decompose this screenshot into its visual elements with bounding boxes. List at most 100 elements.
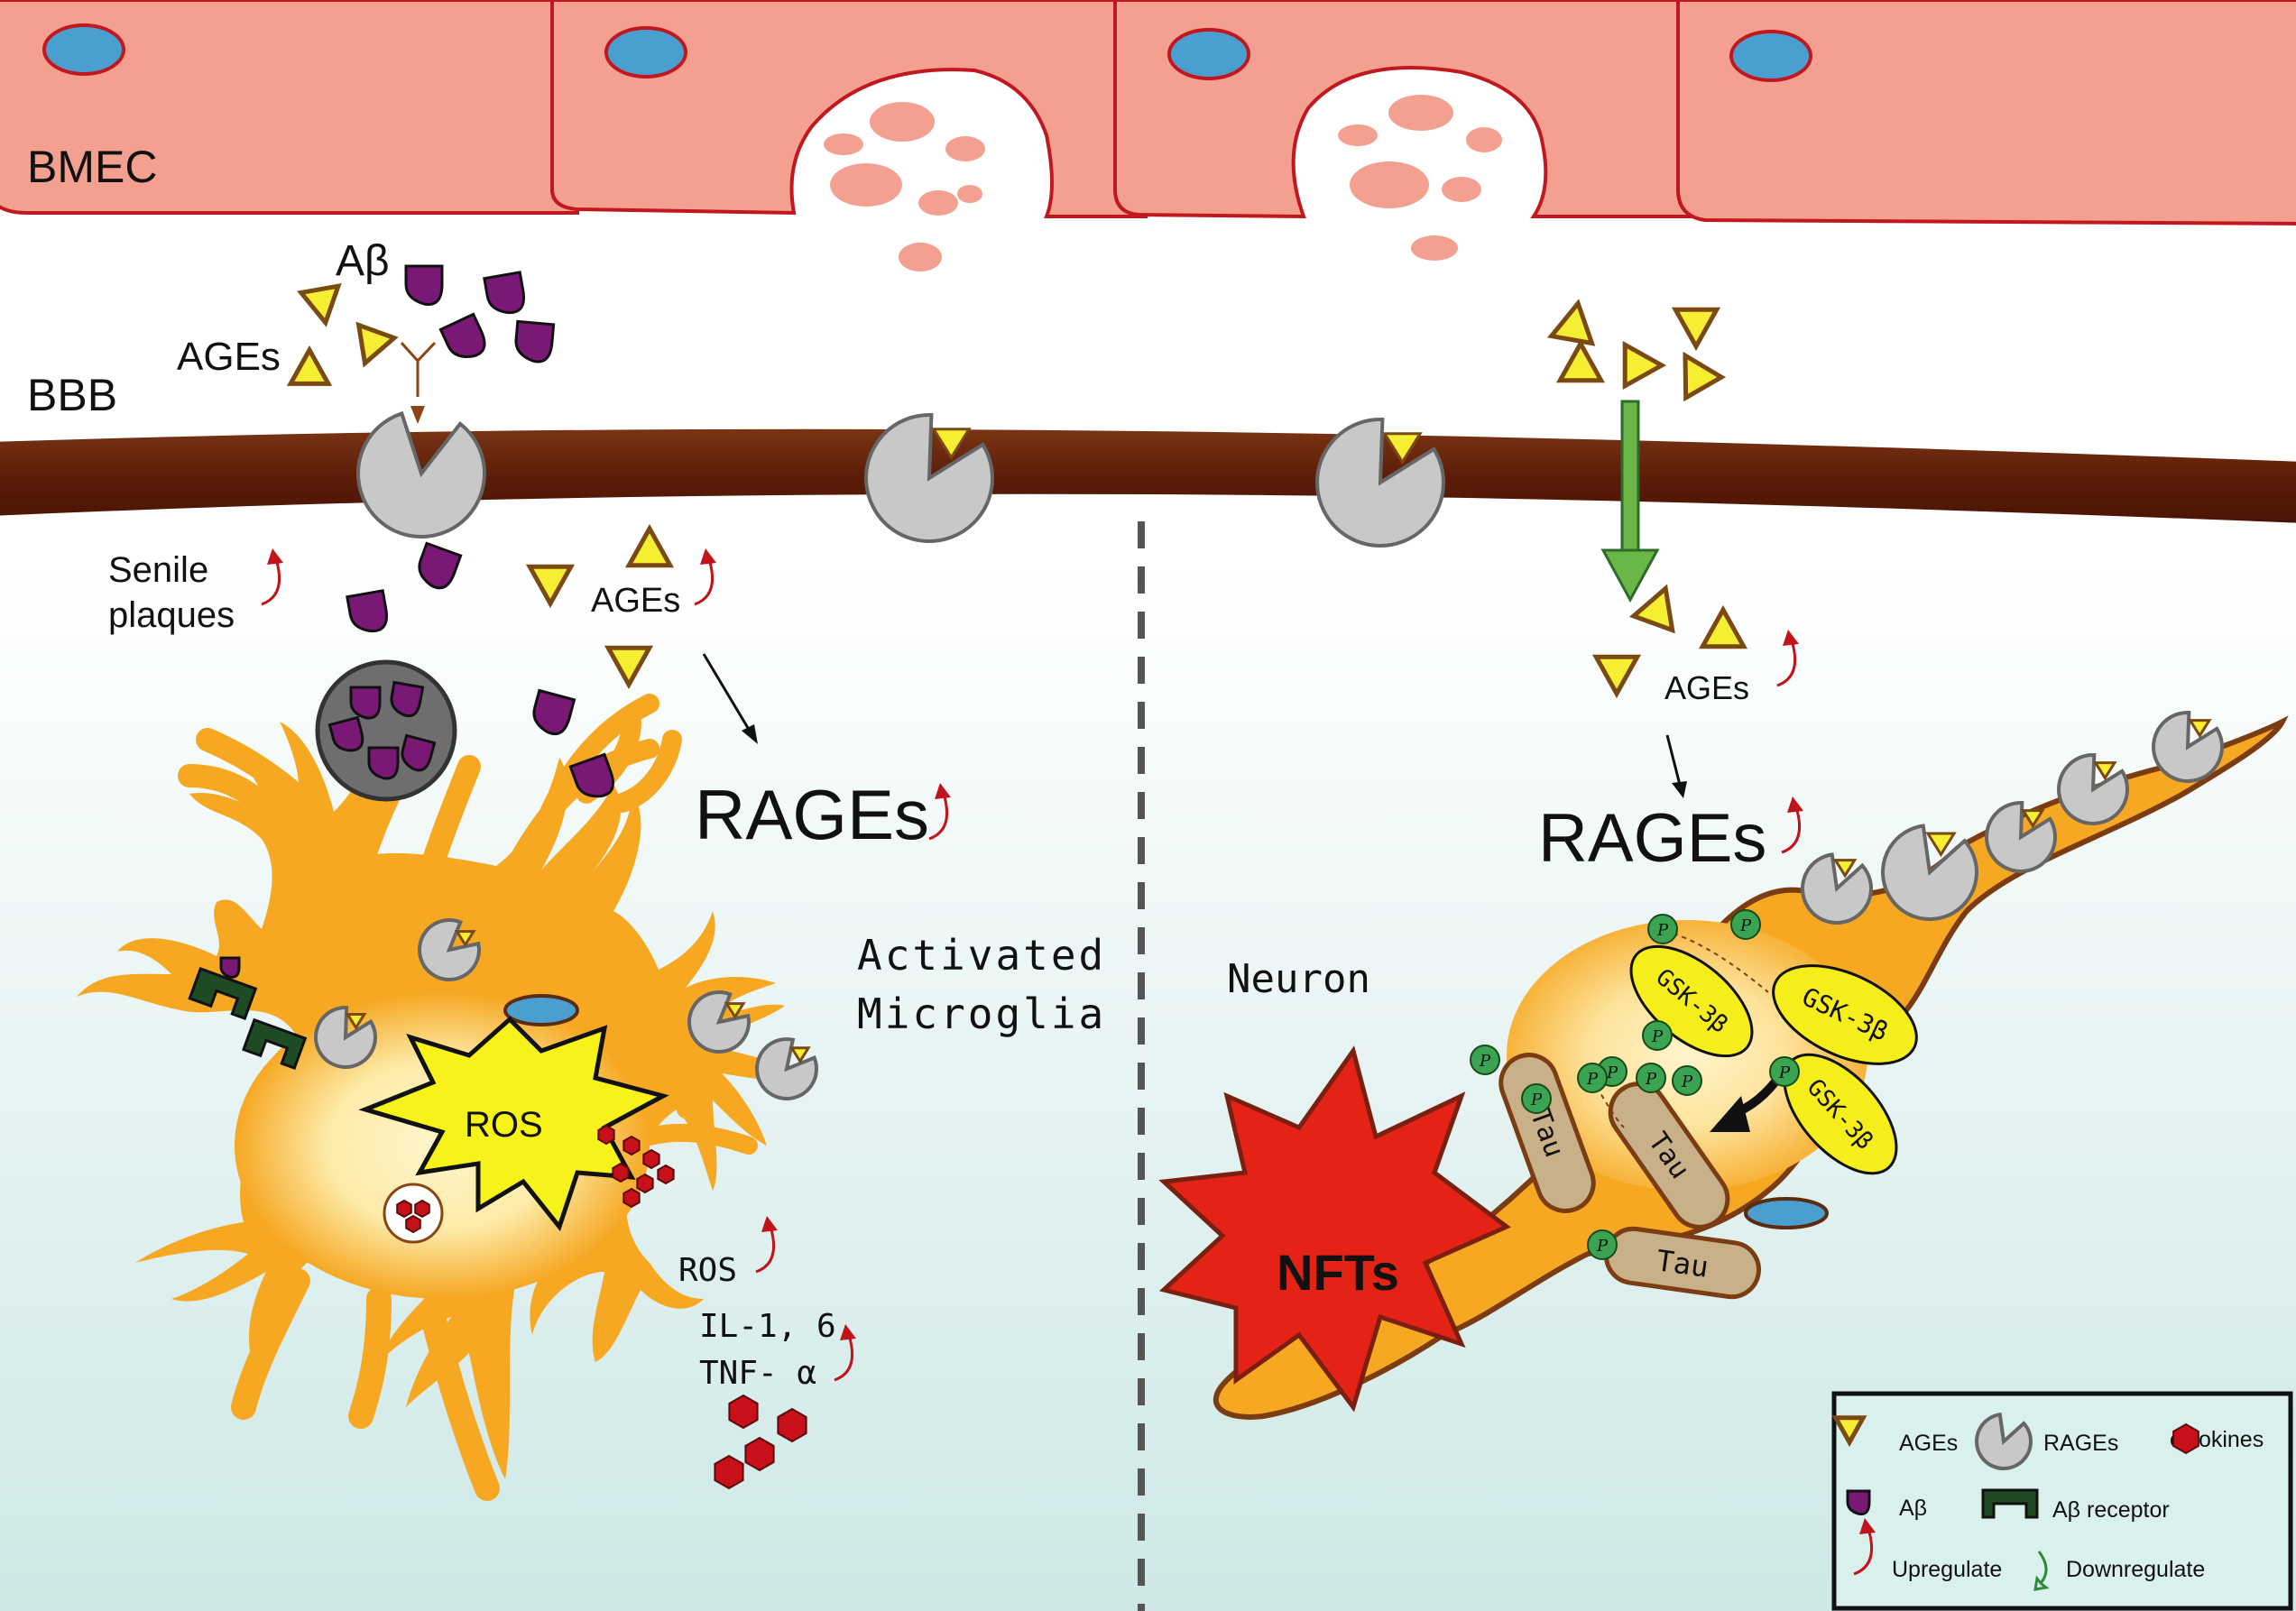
neuron-nucleus [1744,1197,1829,1229]
cytokine-13 [714,1454,744,1490]
cytokine-4 [612,1162,630,1183]
phosphate-3 [1642,1020,1673,1051]
nucleus-1 [42,23,125,76]
upregulate-head-3 [935,783,951,799]
green-arrow-shaft [1620,400,1640,552]
cytokine-9 [414,1199,430,1219]
ages-triangle-13 [1591,654,1642,699]
ages-triangle-6 [604,645,654,690]
legend-ages-text: AGEs [1899,1431,1958,1456]
ages-triangle-1 [297,283,342,327]
cytokine-12 [777,1407,807,1443]
phosphate-9 [1769,1056,1800,1087]
nucleus-3 [1167,28,1250,80]
rage-bound-ages-9 [1925,832,1957,858]
phosphate-label-1: P [1656,921,1669,940]
abeta-14 [219,956,241,979]
tau-c-label: Tau [1655,1243,1711,1284]
cytokine-11 [728,1394,759,1430]
cytokine-10 [405,1214,421,1234]
rage-bound-ages-11 [2092,761,2117,781]
phosphate-8 [1672,1065,1702,1096]
legend-downregulate-text: Downregulate [2066,1557,2205,1582]
ages-right-label: AGEs [1664,669,1749,706]
phosphate-label-10: P [1479,1052,1491,1071]
upregulate-head-7 [840,1324,856,1340]
bmec-layer [0,0,2296,272]
ages-triangle-15 [1831,1415,1867,1448]
phosphate-11 [1587,1229,1618,1260]
nfts-star [1158,1045,1511,1413]
upregulate-head-6 [761,1216,778,1232]
ages-triangle-5 [525,564,576,609]
ages-triangle-14 [1698,604,1748,649]
activated-label-2: Microglia [857,990,1106,1038]
abeta-13 [401,733,437,772]
phosphate-label-7: P [1645,1070,1657,1089]
phosphate-label-11: P [1596,1237,1609,1256]
neuron-label: Neuron [1227,956,1370,1002]
rage-bound-ages-2 [931,428,972,460]
legend-abeta-receptor-text: Aβ receptor [2052,1497,2170,1523]
senile-label-1: Senile [108,550,208,590]
rages-left-label: RAGEs [695,775,929,854]
abeta-1 [404,264,444,307]
legend: AGEs RAGEs cytokines Aβ Aβ receptor Upre… [1831,1391,2293,1611]
phosphate-2 [1730,909,1761,940]
abeta-6 [346,589,388,633]
rage-receptor-3 [1315,418,1445,548]
rage-bound-ages-10 [2020,809,2045,829]
upregulate-arrow-1 [261,558,281,606]
phosphate-label-2: P [1739,916,1752,935]
cytokine-7 [622,1187,641,1209]
ages-left-label: AGEs [591,582,680,620]
ages-triangle-10 [1622,340,1667,391]
upregulate-arrow-4 [1776,640,1797,687]
bbb-label: BBB [27,370,117,420]
legend-abeta-receptor-icon [1981,1488,2039,1519]
abeta-receptor-cell [188,967,308,1070]
ages-triangle-11 [1683,351,1727,402]
upregulate-head-1 [267,548,283,565]
rage-receptor-6 [687,990,751,1054]
cytokine-15 [2172,1422,2199,1455]
rage-receptor-7 [755,1037,818,1100]
phosphate-label-9: P [1778,1063,1791,1082]
phosphate-7 [1636,1063,1666,1093]
rage-receptor-5 [314,1006,377,1069]
upregulate-head-4 [1783,630,1799,646]
ros-star [358,1016,669,1232]
abeta-5 [418,541,463,590]
rage-bound-ages-7 [788,1046,811,1064]
abeta-12 [367,746,400,780]
rage-receptor-2 [864,413,994,543]
abeta-4 [514,319,556,364]
upregulate-arrow-3 [928,793,949,841]
phosphate-label-6: P [1530,1091,1543,1109]
cytokine-3 [642,1148,660,1170]
rage-bound-ages-3 [1382,432,1423,465]
abeta-2 [483,271,525,315]
nfts-label: NFTs [1277,1244,1399,1301]
rage-bound-ages-6 [724,1002,746,1020]
abeta-7 [532,688,576,736]
legend-upregulate-text: Upregulate [1892,1557,2002,1582]
ages-triangle-12 [1628,584,1675,634]
gsk3b-b: GSK-3β [1772,964,1918,1065]
cytokine-6 [657,1164,675,1185]
abeta-10 [390,680,425,718]
abeta-3 [438,312,486,358]
legend-rages-text: RAGEs [2043,1431,2118,1456]
ages-top-label: AGEs [177,335,281,379]
abeta-8 [568,752,614,798]
abeta-11 [327,715,364,752]
rage-receptor-1 [356,410,486,539]
upregulate-arrow-8 [1853,1528,1874,1576]
tnf-label: TNF- α [699,1355,816,1392]
ros-small-label: ROS [678,1252,737,1289]
rage-receptor-8 [1801,852,1873,925]
tau-b: Tau [1608,1082,1730,1229]
